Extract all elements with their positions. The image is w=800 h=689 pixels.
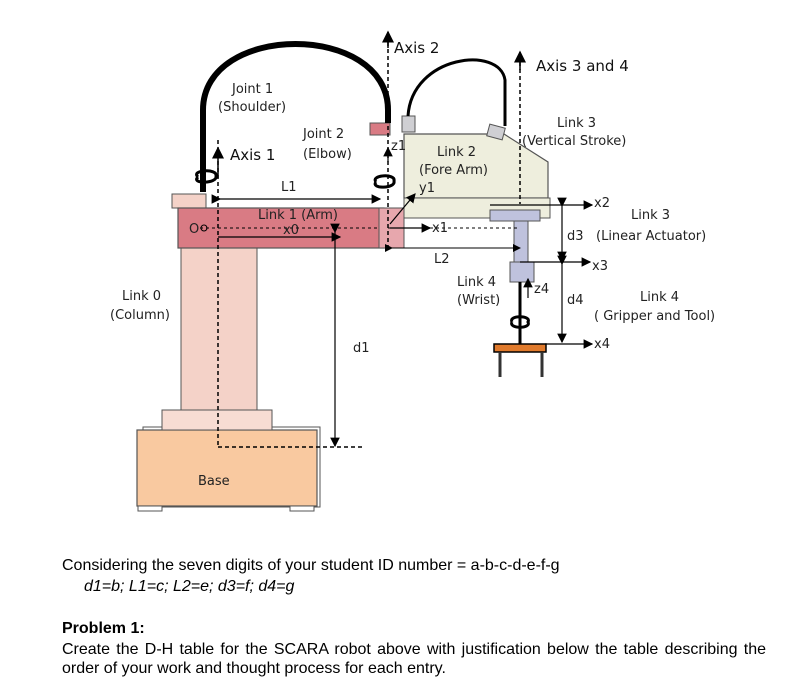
- z1-label: z1: [391, 139, 406, 154]
- joint2-sub-label: (Elbow): [303, 147, 352, 162]
- x0-label: x0: [283, 223, 299, 238]
- base-collar: [161, 409, 273, 431]
- x3-label: x3: [592, 259, 608, 274]
- link3-linear-sub-label: (Linear Actuator): [596, 229, 706, 244]
- gripper-bar: [493, 343, 547, 353]
- z4-label: z4: [534, 282, 549, 297]
- problem-description: Create the D-H table for the SCARA robot…: [62, 641, 766, 677]
- joint2-label: Joint 2: [302, 127, 344, 142]
- joint1-label: Joint 1: [231, 82, 273, 97]
- link4-gripper-sub-label: ( Gripper and Tool): [594, 309, 715, 324]
- base-block: [136, 429, 318, 507]
- cable-elbow: [406, 58, 507, 126]
- column-link0: [180, 247, 258, 411]
- link2-label: Link 2: [437, 145, 476, 160]
- axis1-label: Axis 1: [230, 146, 275, 164]
- origin-label: O: [189, 222, 199, 237]
- d4-label: d4: [567, 293, 584, 308]
- base-foot-right: [289, 505, 315, 512]
- wrist-connector: [486, 123, 506, 141]
- axis2-label: Axis 2: [394, 39, 439, 57]
- joint2-rotation-icon: [373, 174, 396, 189]
- scara-robot-diagram: Axis 2 Axis 3 and 4 Joint 1 (Shoulder) J…: [110, 30, 715, 512]
- problem-title: Problem 1:: [62, 620, 145, 637]
- cable-shoulder: [200, 41, 391, 192]
- link1-label: Link 1 (Arm): [258, 208, 338, 223]
- link4-gripper-label: Link 4: [640, 290, 679, 305]
- joint2-connector: [401, 115, 416, 133]
- variable-assignments: d1=b; L1=c; L2=e; d3=f; d4=g: [84, 578, 295, 595]
- x4-label: x4: [594, 337, 610, 352]
- l2-label: L2: [434, 252, 450, 267]
- y1-arrow: [389, 193, 416, 225]
- student-id-statement: Considering the seven digits of your stu…: [62, 557, 560, 574]
- wrist-rotation-icon: [510, 315, 530, 329]
- joint1-rotation-icon: [195, 169, 218, 184]
- origin-marker: [200, 224, 208, 232]
- column-top: [171, 193, 207, 209]
- l1-label: L1: [281, 180, 297, 195]
- x1-label: x1: [432, 221, 448, 236]
- link3-vertical-sub-label: (Vertical Stroke): [522, 134, 626, 149]
- joint2-box: [369, 122, 391, 136]
- link2-sub-label: (Fore Arm): [419, 163, 488, 178]
- link0-label: Link 0: [122, 289, 161, 304]
- link3-linear-label: Link 3: [631, 208, 670, 223]
- link3-actuator: [513, 220, 529, 264]
- link0-sub-label: (Column): [110, 308, 170, 323]
- x2-label: x2: [594, 196, 610, 211]
- d3-label: d3: [567, 229, 584, 244]
- base-label: Base: [198, 474, 230, 489]
- joint1-sub-label: (Shoulder): [218, 100, 286, 115]
- link3-flange: [489, 209, 541, 222]
- base-foot-left: [137, 505, 163, 512]
- y1-label: y1: [419, 181, 435, 196]
- link4-wrist-sub-label: (Wrist): [457, 293, 500, 308]
- link4-wrist-block: [509, 261, 535, 283]
- link4-wrist-label: Link 4: [457, 275, 496, 290]
- d1-label: d1: [353, 341, 370, 356]
- link3-vertical-label: Link 3: [557, 116, 596, 131]
- axis34-label: Axis 3 and 4: [536, 57, 629, 75]
